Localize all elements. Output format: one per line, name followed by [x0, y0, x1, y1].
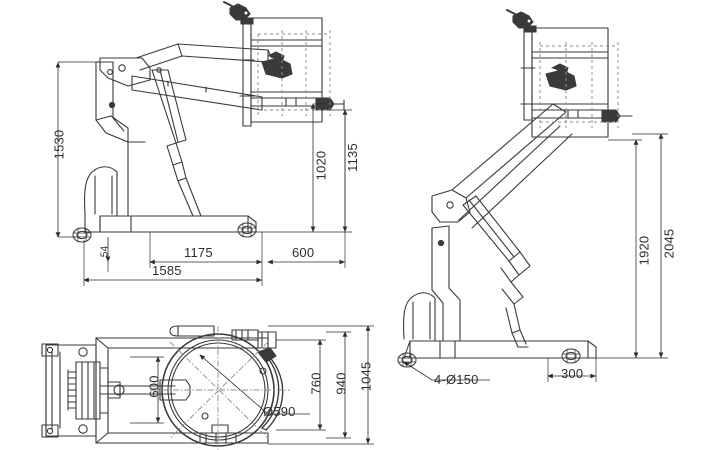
dimension-label-600-plan: 600: [146, 375, 162, 398]
dimension-label-300: 300: [561, 366, 584, 381]
right-elevation-geometry: [397, 9, 633, 368]
dimension-label-2045: 2045: [661, 228, 677, 259]
dimension-label-4-dia150: 4-Ø150: [434, 372, 479, 387]
dimension-label-1920: 1920: [636, 235, 652, 266]
dimension-label-1045: 1045: [358, 361, 374, 392]
dimension-label-760: 760: [308, 372, 324, 395]
dimension-label-940: 940: [333, 372, 349, 395]
dimension-label-dia590: Ø590: [263, 404, 296, 419]
plan-view-geometry: [41, 325, 284, 447]
dimension-label-1135: 1135: [344, 143, 360, 172]
dimension-label-1530: 1530: [51, 129, 67, 160]
dimension-label-54: 54: [99, 245, 111, 258]
dimension-label-600: 600: [292, 245, 315, 260]
plan-view-centerlines: [150, 326, 290, 450]
right-view-centerlines: [539, 42, 619, 128]
dimension-label-1020: 1020: [313, 150, 329, 181]
left-elevation-geometry: [72, 1, 345, 243]
dimension-label-1585: 1585: [152, 263, 182, 278]
dimension-lines-right: [403, 133, 668, 382]
dimension-lines-plan: [130, 325, 374, 445]
dimension-label-1175: 1175: [184, 245, 213, 260]
left-view-centerlines: [257, 30, 331, 116]
dimension-lines-left: [55, 61, 352, 286]
